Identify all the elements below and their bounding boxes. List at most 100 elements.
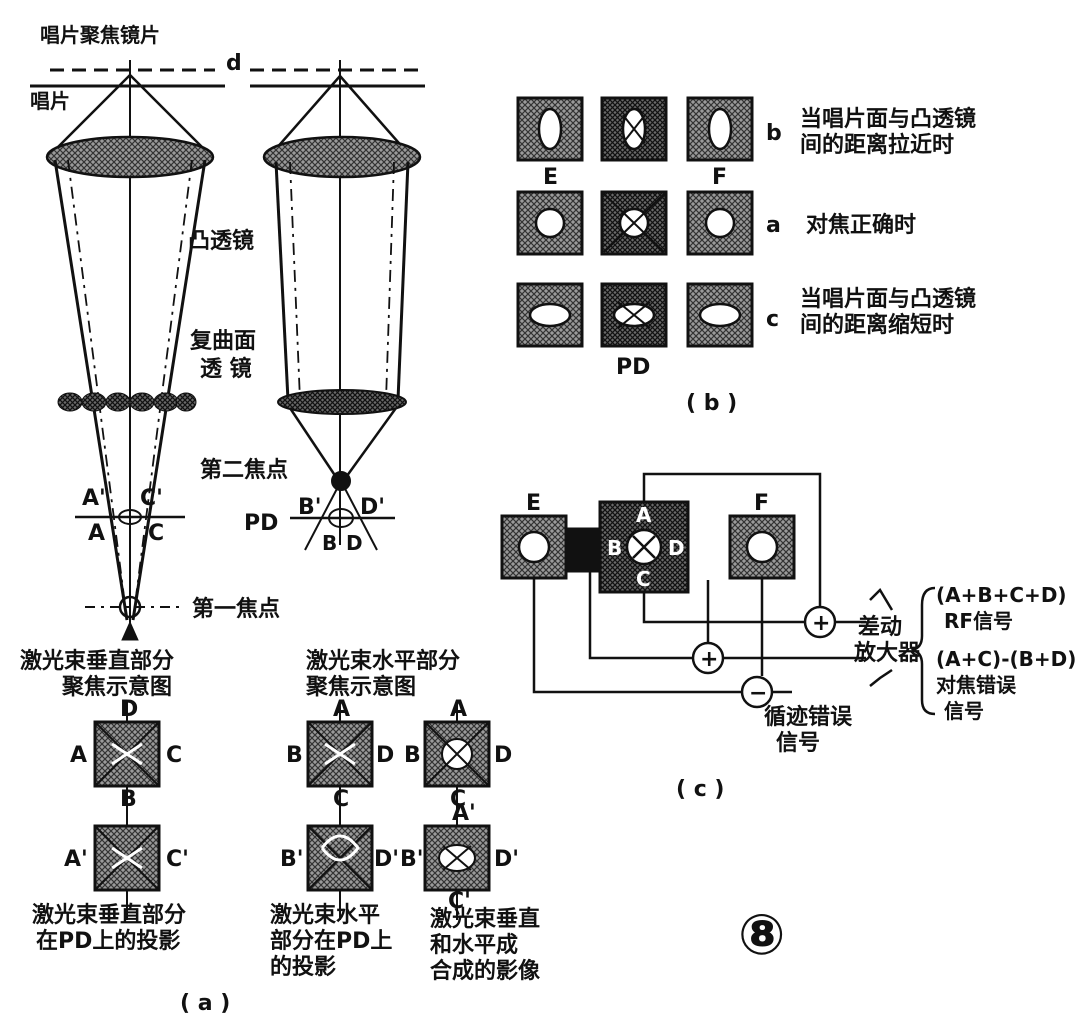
diff-amp-label-2: 放大器 (853, 640, 921, 666)
minus-sign: − (749, 681, 767, 706)
sq3-top: A (333, 697, 350, 722)
point-d: D (346, 531, 363, 555)
sq2-left: A' (64, 847, 88, 872)
convex-lens-right (262, 135, 422, 179)
sum-formula: (A+B+C+D) (936, 583, 1067, 607)
panel-c-caption: ( c ) (676, 777, 724, 802)
horizontal-beam-path (250, 60, 425, 551)
focus-error-1: 对焦错误 (936, 673, 1017, 697)
toric-lens-left (57, 392, 197, 412)
sq3-left: B (286, 743, 303, 768)
row-a-text: 对焦正确时 (806, 212, 916, 238)
focus-error-2: 信号 (944, 699, 984, 723)
tracking-error-2: 信号 (776, 730, 820, 756)
sq4-right: D' (374, 847, 399, 872)
panel-b (516, 96, 754, 348)
sq4-left: B' (280, 847, 304, 872)
c-c-label: C (636, 567, 651, 591)
sq5-top: A (450, 697, 467, 722)
sq5-right: D (494, 743, 512, 768)
focus-formula: (A+C)-(B+D) (936, 647, 1076, 671)
proj-vertical-2: 在PD上的投影 (36, 928, 180, 954)
row-a-key: a (766, 213, 781, 238)
sq6-left: B' (400, 847, 424, 872)
proj-vertical-1: 激光束垂直部分 (32, 902, 186, 928)
proj-combined-2: 和水平成 (430, 933, 518, 958)
row-b-key: b (766, 121, 782, 146)
sq2-right: C' (166, 847, 189, 872)
toric-lens-right (277, 389, 407, 415)
figure-number: ⑧ (738, 903, 785, 968)
sq6-top: A' (452, 801, 476, 826)
disc-label: 唱片 (30, 89, 70, 113)
b-pd-label: PD (616, 355, 650, 380)
point-b: B (322, 531, 337, 555)
point-c-prime: C' (140, 486, 163, 511)
plus-2: + (700, 647, 718, 672)
vertical-caption-2: 聚焦示意图 (61, 674, 172, 700)
point-a-prime: A' (82, 486, 106, 511)
proj-horizontal-2: 部分在PD上 (270, 928, 392, 954)
convex-lens-left (45, 135, 215, 179)
sum-node-2 (691, 641, 725, 675)
vertical-caption-1: 激光束垂直部分 (20, 648, 174, 674)
proj-combined-1: 激光束垂直 (430, 906, 540, 932)
proj-horizontal-1: 激光束水平 (270, 902, 380, 928)
point-b-prime: B' (298, 495, 322, 520)
gap-d-label: d (226, 51, 242, 76)
sq5-left: B (404, 743, 421, 768)
c-d-label: D (668, 536, 685, 560)
b-f-label: F (712, 165, 727, 190)
toric-lens-label-2: 透 镜 (200, 356, 252, 382)
vertical-beam-path (30, 60, 225, 641)
b-e-label: E (543, 165, 558, 190)
sq1-top: D (120, 697, 138, 722)
second-focus-label: 第二焦点 (200, 457, 288, 483)
panel-a-caption: ( a ) (180, 991, 230, 1016)
sq3-bottom: C (333, 787, 349, 812)
panel-c-labels: E F A B C D + + − 差动 放大器 (A+B+C+D) RF信号 … (526, 491, 1076, 802)
first-focus-label: 第一焦点 (192, 596, 280, 622)
proj-combined-3: 合成的影像 (430, 958, 541, 984)
sq3-right: D (376, 743, 394, 768)
horizontal-caption-1: 激光束水平部分 (306, 648, 460, 674)
panel-c (500, 472, 936, 716)
row-c-text-1: 当唱片面与凸透镜 (800, 286, 976, 312)
row-c-text-2: 间的距离缩短时 (800, 312, 954, 338)
sq1-left: A (70, 743, 87, 768)
point-d-prime: D' (360, 495, 385, 520)
sq1-bottom: B (120, 787, 137, 812)
plus-1: + (812, 611, 830, 636)
row-c-key: c (766, 307, 779, 332)
sq6-right: D' (494, 847, 519, 872)
rf-signal-label: RF信号 (944, 609, 1013, 633)
sq5-bottom: C (450, 787, 466, 812)
panel-b-labels: b 当唱片面与凸透镜 间的距离拉近时 a 对焦正确时 c 当唱片面与凸透镜 间的… (543, 106, 976, 416)
diff-amp-label-1: 差动 (858, 614, 902, 640)
sum-node-1 (803, 605, 837, 639)
c-f-label: F (754, 491, 769, 516)
point-c: C (148, 521, 164, 546)
panel-a (30, 60, 491, 920)
pd-label: PD (244, 511, 278, 536)
point-a: A (88, 521, 105, 546)
row-b-text-1: 当唱片面与凸透镜 (800, 106, 976, 132)
toric-lens-label-1: 复曲面 (189, 328, 256, 354)
diff-node (740, 675, 774, 709)
panel-a-labels: 唱片聚焦镜片 唱片 d 凸透镜 复曲面 透 镜 第二焦点 第一焦点 PD A' … (20, 23, 541, 1016)
c-a-label: A (636, 503, 652, 527)
proj-horizontal-3: 的投影 (270, 954, 336, 980)
tracking-error-1: 循迹错误 (764, 704, 853, 730)
pd-projection-squares (93, 700, 491, 920)
sq1-right: C (166, 743, 182, 768)
convex-lens-label: 凸透镜 (188, 228, 254, 254)
c-e-label: E (526, 491, 541, 516)
row-b-text-2: 间的距离拉近时 (800, 132, 954, 158)
first-focus-point (118, 595, 142, 619)
panel-b-caption: ( b ) (686, 391, 737, 416)
disc-lens-label: 唱片聚焦镜片 (40, 23, 160, 47)
sq6-bottom: C' (448, 889, 471, 914)
c-b-label: B (607, 536, 622, 560)
horizontal-caption-2: 聚焦示意图 (305, 674, 416, 700)
